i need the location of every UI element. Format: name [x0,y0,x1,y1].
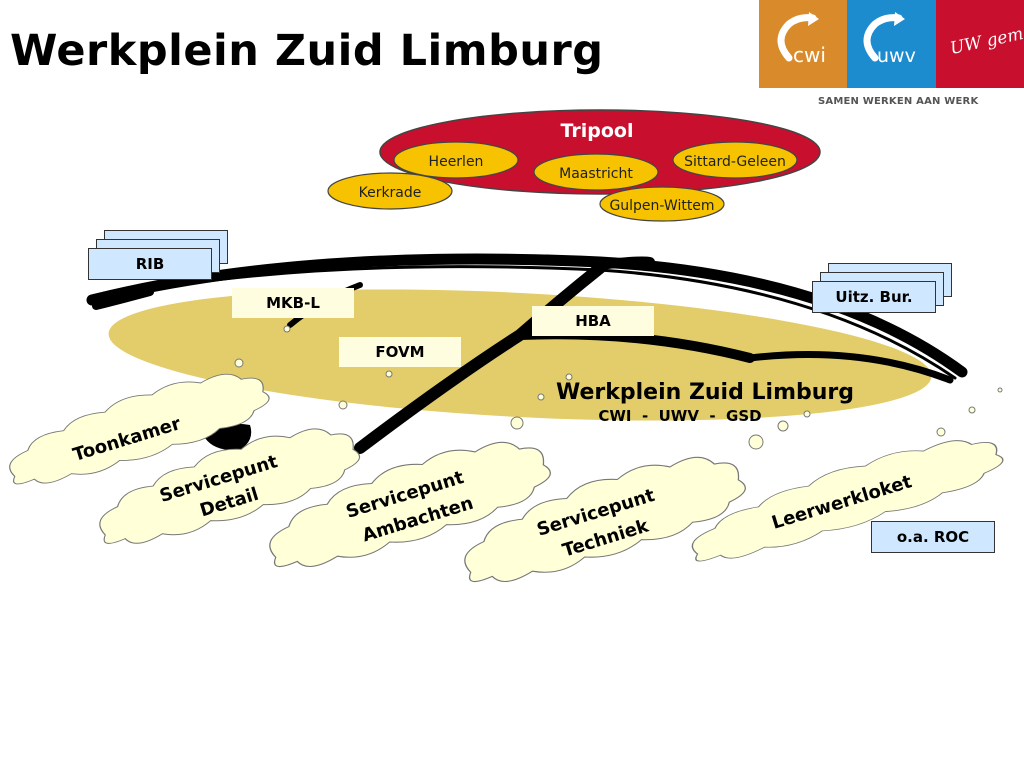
city-kerkrade-label: Kerkrade [359,185,422,201]
city-gulpen-label: Gulpen-Wittem [609,198,714,214]
rib-box: RIB [88,248,212,280]
gemeente-logo: UW gemeente [936,0,1024,88]
hba-box[interactable]: HBA [532,306,654,336]
city-sittard-geleen[interactable]: Sittard-Geleen [672,141,798,179]
werkplein-subtitle: CWI - UWV - GSD [598,407,761,425]
cwi-logo-text: cwi [793,43,826,67]
city-kerkrade[interactable]: Kerkrade [327,172,453,210]
page-title: Werkplein Zuid Limburg [10,26,604,76]
city-sittard-label: Sittard-Geleen [684,154,786,170]
city-heerlen[interactable]: Heerlen [393,141,519,179]
city-gulpen-wittem[interactable]: Gulpen-Wittem [599,186,725,222]
roc-box[interactable]: o.a. ROC [871,521,995,553]
uitz-box: Uitz. Bur. [812,281,936,313]
city-heerlen-label: Heerlen [429,154,484,170]
werkplein-title: Werkplein Zuid Limburg [556,380,854,405]
fovm-box[interactable]: FOVM [339,337,461,367]
mkb-box[interactable]: MKB-L [232,288,354,318]
city-maastricht-label: Maastricht [559,166,633,182]
tripool-label: Tripool [561,120,634,142]
logo-tagline: SAMEN WERKEN AAN WERK [818,96,979,107]
logo-bar: cwi uwv UW gemeente [759,0,1024,88]
uwv-logo-text: uwv [877,45,916,67]
werkplein-ellipse [108,289,932,421]
thought-bubbles [234,325,1003,450]
cwi-logo: cwi [759,0,847,88]
uwv-logo: uwv [847,0,936,88]
city-maastricht[interactable]: Maastricht [533,153,659,191]
